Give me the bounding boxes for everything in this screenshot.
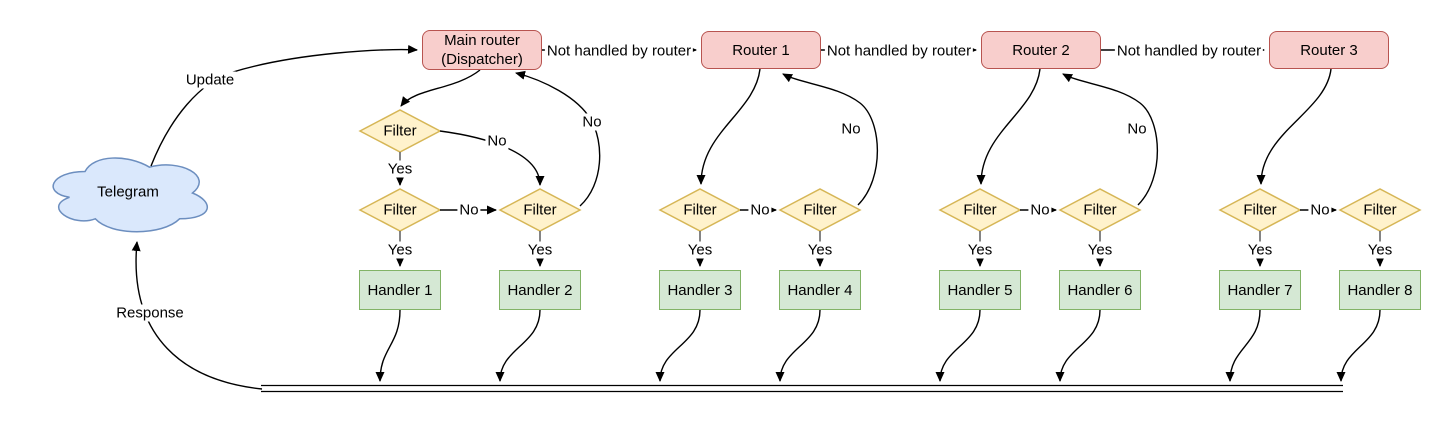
no-label: No bbox=[1125, 120, 1149, 138]
filter-diamond bbox=[498, 188, 582, 232]
filter-diamond bbox=[1058, 188, 1142, 232]
not-handled-label: Not handled by router bbox=[824, 42, 974, 60]
yes-label: Yes bbox=[685, 241, 715, 259]
handler6-label: Handler 6 bbox=[1067, 281, 1133, 299]
edge-dispatcher-to-filter bbox=[400, 69, 481, 107]
no-label: No bbox=[1028, 201, 1052, 219]
handler2-node: Handler 2 bbox=[499, 270, 581, 310]
edge-handler-out bbox=[775, 309, 821, 382]
filter-diamond bbox=[778, 188, 862, 232]
yes-label: Yes bbox=[385, 241, 415, 259]
no-label: No bbox=[485, 132, 509, 150]
no-label: No bbox=[457, 201, 481, 219]
router3-label: Router 3 bbox=[1300, 41, 1358, 59]
filter-label: Filter bbox=[1083, 201, 1117, 219]
edge-no-return-router1 bbox=[782, 73, 879, 206]
filter-label: Filter bbox=[383, 201, 417, 219]
filter-label: Filter bbox=[803, 201, 837, 219]
handler3-label: Handler 3 bbox=[667, 281, 733, 299]
edge-handler-out bbox=[375, 309, 401, 382]
no-label: No bbox=[839, 120, 863, 138]
handler4-node: Handler 4 bbox=[779, 270, 861, 310]
handler7-node: Handler 7 bbox=[1219, 270, 1301, 310]
edge-handler-out bbox=[1055, 309, 1101, 382]
filter-label: Filter bbox=[683, 201, 717, 219]
handler1-node: Handler 1 bbox=[359, 270, 441, 310]
edge-router3-to-filter bbox=[1256, 68, 1332, 185]
filter-label: Filter bbox=[963, 201, 997, 219]
handler4-label: Handler 4 bbox=[787, 281, 853, 299]
edge-router1-to-filter bbox=[696, 68, 761, 185]
edge-update bbox=[150, 44, 418, 167]
not-handled-label: Not handled by router bbox=[1114, 42, 1264, 60]
router3-node: Router 3 bbox=[1269, 31, 1389, 69]
handler5-label: Handler 5 bbox=[947, 281, 1013, 299]
edge-handler-out bbox=[1225, 309, 1261, 382]
router1-label: Router 1 bbox=[732, 41, 790, 59]
filter-label: Filter bbox=[523, 201, 557, 219]
handler8-label: Handler 8 bbox=[1347, 281, 1413, 299]
update-edge-label: Update bbox=[183, 71, 237, 89]
edge-handler-out bbox=[1336, 309, 1381, 382]
handler2-label: Handler 2 bbox=[507, 281, 573, 299]
filter-label: Filter bbox=[1243, 201, 1277, 219]
yes-label: Yes bbox=[1245, 241, 1275, 259]
yes-label: Yes bbox=[965, 241, 995, 259]
router1-node: Router 1 bbox=[701, 31, 821, 69]
edge-no-return-router2 bbox=[1062, 73, 1159, 206]
no-label: No bbox=[580, 113, 604, 131]
response-edge-label: Response bbox=[114, 304, 186, 322]
yes-label: Yes bbox=[1365, 241, 1395, 259]
handler6-node: Handler 6 bbox=[1059, 270, 1141, 310]
telegram-cloud-shape bbox=[52, 157, 209, 233]
dispatcher-label: Main router (Dispatcher) bbox=[441, 32, 523, 68]
filter-diamond bbox=[1338, 188, 1422, 232]
yes-label: Yes bbox=[525, 241, 555, 259]
yes-label: Yes bbox=[1085, 241, 1115, 259]
telegram-cloud-label: Telegram bbox=[97, 183, 159, 201]
yes-label: Yes bbox=[805, 241, 835, 259]
edge-router2-to-filter bbox=[976, 68, 1041, 185]
no-label: No bbox=[748, 201, 772, 219]
dispatcher-node: Main router (Dispatcher) bbox=[422, 30, 542, 70]
router2-label: Router 2 bbox=[1012, 41, 1070, 59]
edge-response bbox=[131, 241, 263, 390]
not-handled-label: Not handled by router bbox=[544, 42, 694, 60]
filter-label: Filter bbox=[383, 122, 417, 140]
edge-handler-out bbox=[655, 309, 701, 382]
handler8-node: Handler 8 bbox=[1339, 270, 1421, 310]
edge-handler-out bbox=[495, 309, 541, 382]
edge-handler-out bbox=[935, 309, 981, 382]
yes-label: Yes bbox=[385, 160, 415, 178]
router2-node: Router 2 bbox=[981, 31, 1101, 69]
no-label: No bbox=[1308, 201, 1332, 219]
edge-no-return-dispatcher bbox=[515, 70, 601, 207]
filter-label: Filter bbox=[1363, 201, 1397, 219]
handler3-node: Handler 3 bbox=[659, 270, 741, 310]
handler1-label: Handler 1 bbox=[367, 281, 433, 299]
handler7-label: Handler 7 bbox=[1227, 281, 1293, 299]
handler5-node: Handler 5 bbox=[939, 270, 1021, 310]
